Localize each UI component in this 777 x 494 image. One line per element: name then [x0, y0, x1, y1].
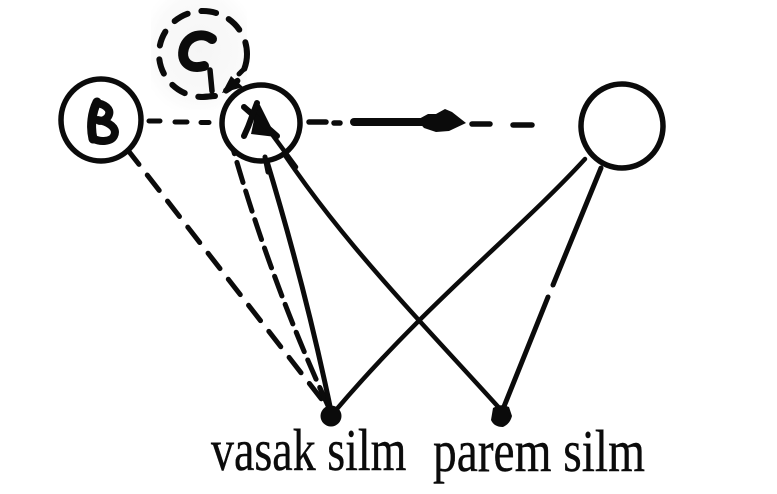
- svg-text:parem silm: parem silm: [433, 417, 645, 484]
- svg-text:vasak silm: vasak silm: [211, 416, 406, 483]
